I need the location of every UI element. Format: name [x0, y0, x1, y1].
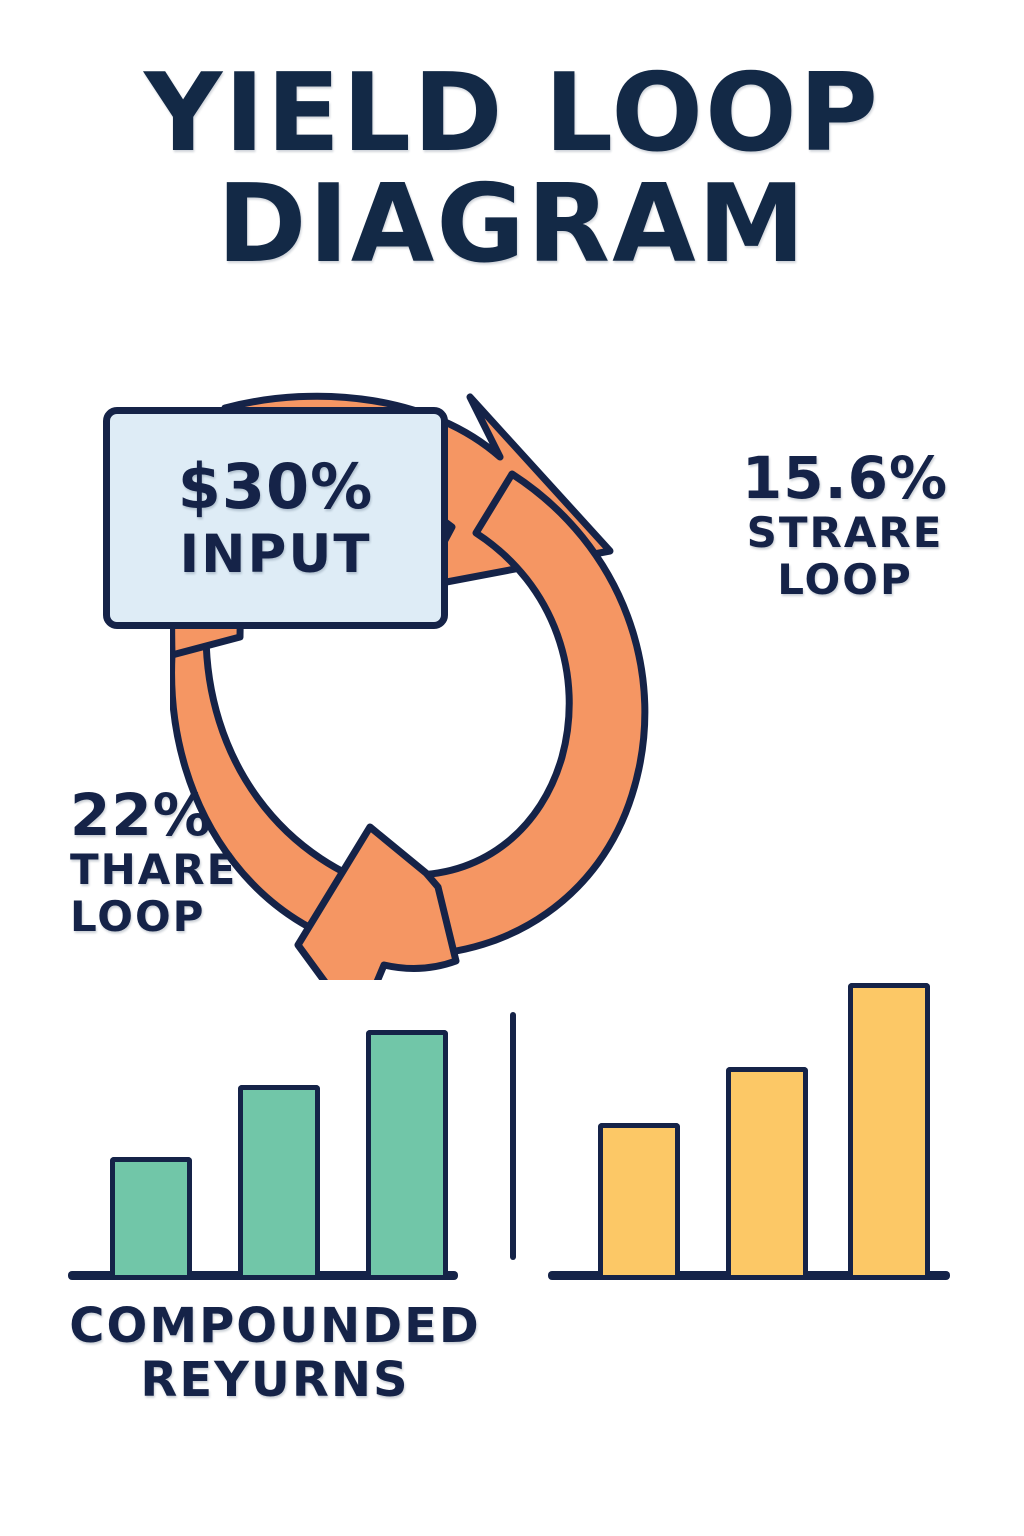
page-title: YIELD LOOP DIAGRAM [0, 51, 1024, 287]
chart-divider [510, 1012, 516, 1260]
caption-line1: COMPOUNDED [69, 1298, 481, 1354]
loop-left-line1: THARE [70, 844, 238, 894]
input-label: INPUT [179, 523, 372, 585]
loop-right-line2: LOOP [777, 554, 913, 604]
loop-label-right: 15.6% STRARE LOOP [700, 448, 990, 603]
bar-green-2 [238, 1085, 320, 1275]
bar-chart-green [68, 970, 458, 1280]
loop-left-line2: LOOP [70, 891, 206, 941]
caption-line2: REYURNS [140, 1351, 410, 1408]
chart-green-axis [68, 1271, 458, 1280]
loop-arrow-lower-arrowhead [294, 823, 460, 980]
loop-right-line1: STRARE [746, 507, 944, 557]
input-card: $30% INPUT [103, 407, 448, 629]
bar-charts [0, 960, 1024, 1280]
chart-caption: COMPOUNDED REYURNS [40, 1298, 510, 1408]
bar-amber-2 [726, 1067, 808, 1275]
loop-right-percent: 15.6% [741, 444, 949, 512]
bar-green-1 [110, 1157, 192, 1275]
bar-amber-1 [598, 1123, 680, 1275]
title-line-2: DIAGRAM [216, 161, 808, 287]
input-amount: $30% [177, 449, 374, 523]
bar-chart-amber [548, 970, 950, 1280]
bar-green-3 [366, 1030, 448, 1275]
loop-left-percent: 22% [70, 781, 212, 849]
loop-label-left: 22% THARE LOOP [70, 785, 320, 940]
bar-amber-3 [848, 983, 930, 1275]
title-line-1: YIELD LOOP [144, 51, 880, 176]
chart-amber-axis [548, 1271, 950, 1280]
